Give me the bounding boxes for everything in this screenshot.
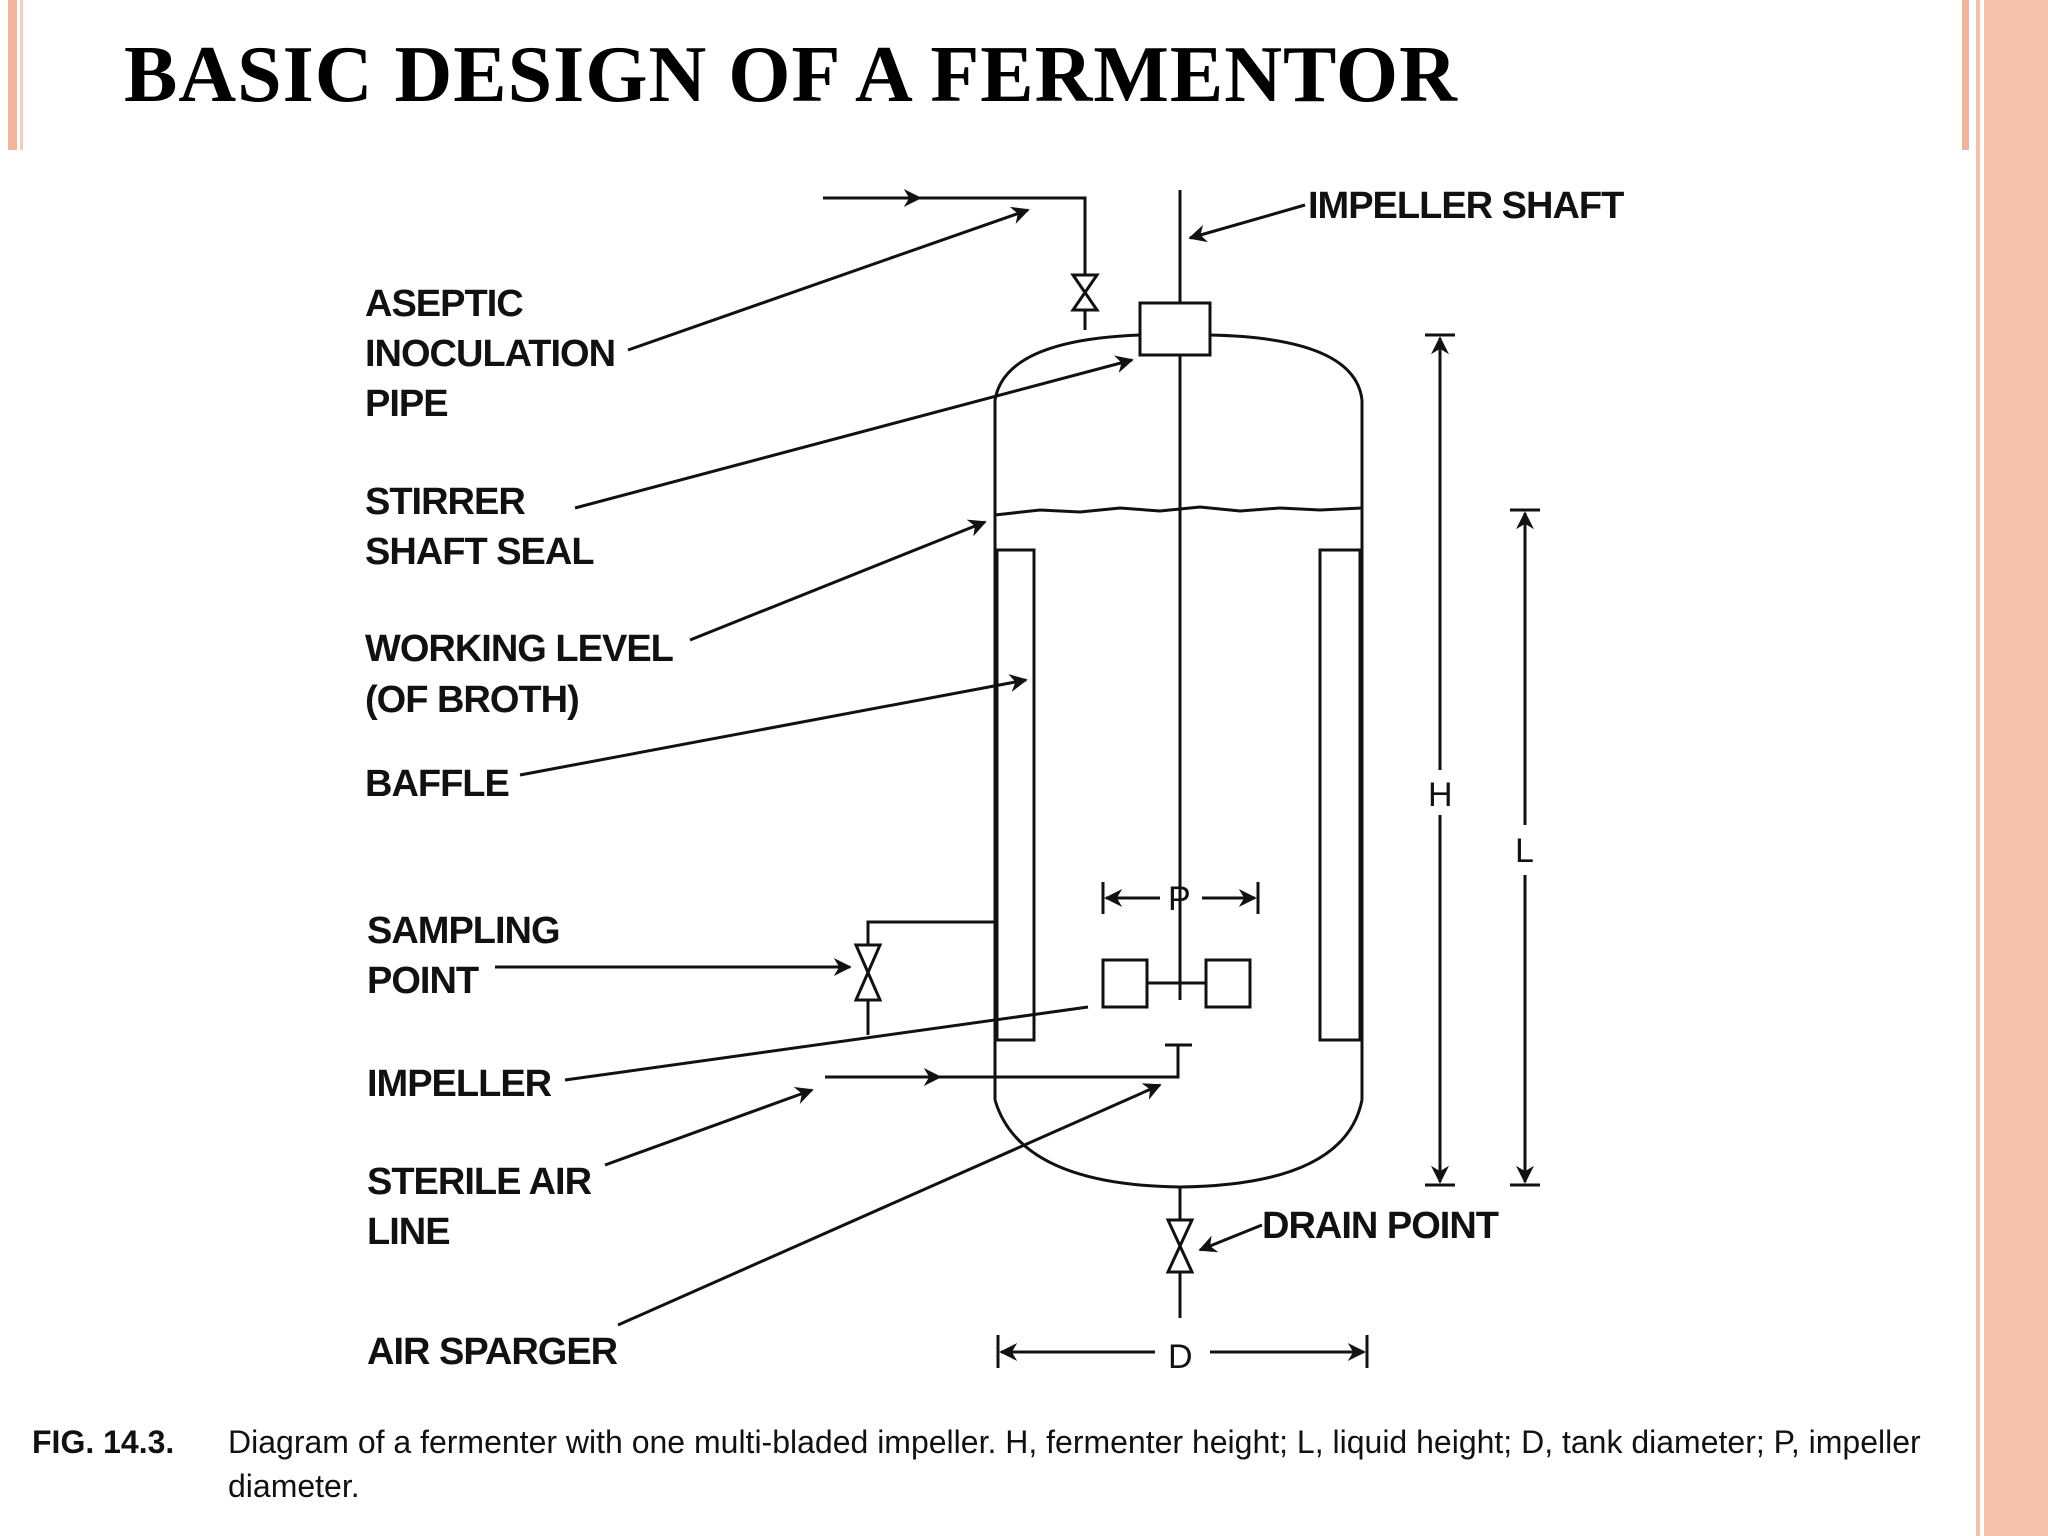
sampling-valve [853, 943, 883, 1002]
label-baffle: BAFFLE [365, 763, 509, 805]
label-stirrer-line2: SHAFT SEAL [365, 531, 594, 573]
leader-working [689, 519, 987, 642]
inoculation-valve [1070, 273, 1100, 312]
label-sampling-line1: SAMPLING [367, 910, 560, 952]
leader-impeller-shaft [1188, 203, 1306, 243]
label-sterile-line1: STERILE AIR [367, 1161, 592, 1203]
label-working-line1: WORKING LEVEL [365, 628, 674, 670]
label-drain-point: DRAIN POINT [1262, 1205, 1499, 1247]
caption-figure-number: FIG. 14.3. [32, 1424, 175, 1460]
sterile-air-line [825, 1045, 1180, 1079]
label-sampling-line2: POINT [367, 960, 479, 1002]
label-impeller: IMPELLER [367, 1063, 552, 1105]
leader-impeller [564, 1005, 1089, 1082]
label-impeller-shaft: IMPELLER SHAFT [1308, 185, 1624, 227]
leader-aseptic [627, 206, 1030, 352]
drain-valve [1165, 1218, 1195, 1274]
left-baffle [995, 548, 1036, 1042]
right-accent-bar [1984, 0, 2048, 1536]
right-accent-thin-line [1976, 0, 1980, 1536]
impeller-blade-right [1204, 958, 1252, 1009]
label-aseptic-line2: INOCULATION [365, 333, 615, 375]
label-aseptic-line1: ASEPTIC [365, 283, 523, 325]
leader-baffle [519, 674, 1028, 777]
label-sterile-line2: LINE [367, 1211, 450, 1253]
shaft-seal [1138, 301, 1212, 357]
dimension-h-label: H [1428, 776, 1453, 814]
label-working-line2: (OF BROTH) [365, 679, 579, 721]
leader-drain [1198, 1223, 1263, 1253]
right-baffle [1318, 548, 1362, 1042]
left-accent-bar [8, 0, 17, 150]
vessel-bottom-dome [993, 1099, 1364, 1189]
sampling-pipe [866, 920, 995, 1035]
dimension-p-label: P [1168, 880, 1191, 918]
impeller-blade-left [1101, 958, 1149, 1009]
caption-text: Diagram of a fermenter with one multi-bl… [228, 1424, 1921, 1504]
dimension-l-label: L [1515, 832, 1534, 870]
figure-caption: FIG. 14.3. Diagram of a fermenter with on… [32, 1420, 1962, 1508]
slide-title: BASIC DESIGN OF A FERMENTOR [124, 31, 1458, 119]
right-accent-line [1962, 0, 1969, 150]
label-stirrer-line1: STIRRER [365, 481, 525, 523]
leader-sparger [617, 1083, 1162, 1327]
inoculation-pipe [823, 196, 1087, 330]
label-aseptic-line3: PIPE [365, 383, 448, 425]
dimension-d-label: D [1168, 1338, 1193, 1376]
leader-sterile [604, 1087, 814, 1167]
label-air-sparger: AIR SPARGER [367, 1331, 618, 1373]
leader-stirrer [574, 355, 1134, 510]
left-accent-line [20, 0, 23, 150]
